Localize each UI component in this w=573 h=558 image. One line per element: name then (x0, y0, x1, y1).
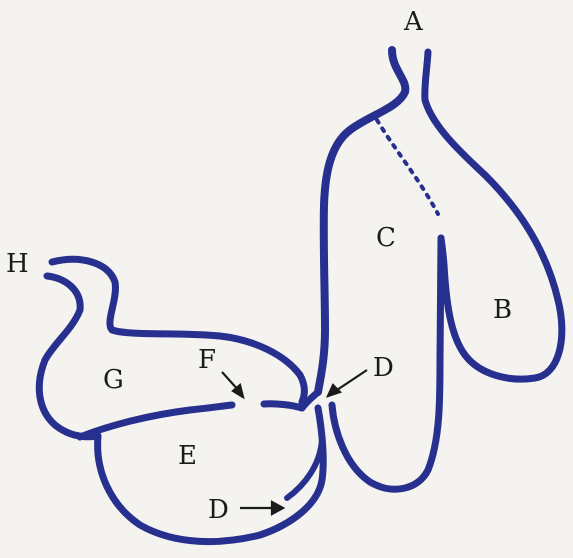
label-g: G (103, 365, 124, 395)
label-d-lower: D (208, 495, 229, 525)
label-c: C (376, 223, 396, 253)
chamber-g-left-wall (39, 276, 98, 437)
chamber-b-wall (425, 52, 562, 379)
arrow-d-upper-head (328, 385, 340, 396)
label-a: A (403, 7, 424, 37)
chamber-g-upper-wall (52, 259, 304, 402)
g-e-partition-right (264, 404, 302, 408)
arrow-d-lower-head (272, 502, 283, 514)
partition-dotted-line (377, 120, 438, 214)
label-h: H (6, 249, 29, 279)
label-b: B (493, 295, 512, 325)
chamber-c-left-wall (318, 50, 405, 392)
label-f: F (198, 345, 216, 375)
label-d-upper: D (373, 353, 394, 383)
label-e: E (178, 441, 197, 471)
g-e-partition-left (80, 405, 232, 437)
arrow-d-upper (334, 370, 367, 392)
